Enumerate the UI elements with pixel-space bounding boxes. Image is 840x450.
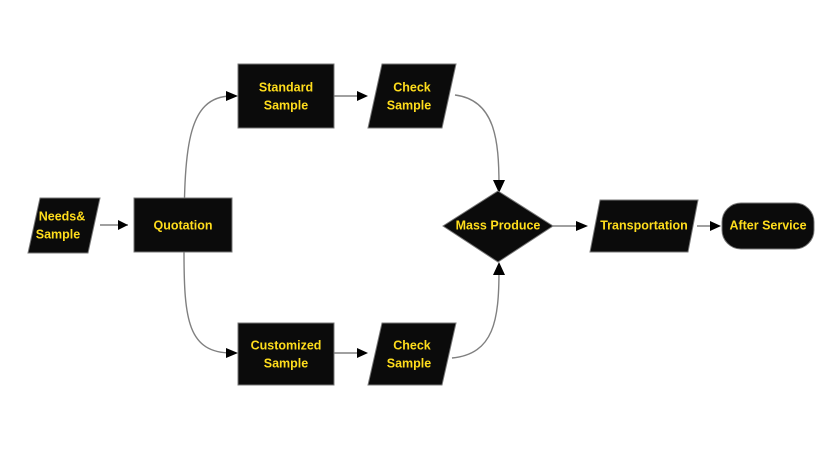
node-standard-sample[interactable]: Standard Sample <box>237 63 335 129</box>
node-customized-sample[interactable]: Customized Sample <box>237 322 335 386</box>
node-needs-sample[interactable]: Needs& Sample <box>27 197 101 254</box>
arrowhead-icon <box>710 221 721 231</box>
edge-check-sample-top-to-mass-produce <box>454 94 505 193</box>
mass-produce-shape[interactable] <box>442 190 554 263</box>
node-mass-produce[interactable]: Mass Produce <box>442 190 554 263</box>
edge-mass-produce-to-transportation <box>553 221 588 231</box>
arrowhead-icon <box>357 91 368 101</box>
check-sample-bottom-shape[interactable] <box>367 322 457 386</box>
check-sample-top-shape[interactable] <box>367 63 457 129</box>
arrowhead-icon <box>226 348 238 358</box>
edge-check-sample-bottom-to-mass-produce <box>451 262 505 359</box>
edge-transportation-to-after-service <box>697 221 721 231</box>
arrowhead-icon <box>576 221 588 231</box>
transportation-shape[interactable] <box>589 199 699 253</box>
arrowhead-icon <box>118 220 128 230</box>
arrowhead-icon <box>357 348 368 358</box>
arrowhead-icon <box>493 180 505 193</box>
customized-sample-shape[interactable] <box>237 322 335 386</box>
node-check-sample-top[interactable]: Check Sample <box>367 63 457 129</box>
edge-needs-sample-to-quotation <box>100 220 128 230</box>
edge-customized-sample-to-check-sample-bottom <box>334 348 368 358</box>
edge-quotation-to-customized-sample <box>183 251 238 358</box>
arrowhead-icon <box>226 91 238 101</box>
needs-sample-shape[interactable] <box>27 197 101 254</box>
node-check-sample-bottom[interactable]: Check Sample <box>367 322 457 386</box>
node-quotation[interactable]: Quotation <box>133 197 233 253</box>
standard-sample-shape[interactable] <box>237 63 335 129</box>
after-service-shape[interactable] <box>721 202 815 250</box>
edge-standard-sample-to-check-sample-top <box>334 91 368 101</box>
node-transportation[interactable]: Transportation <box>589 199 699 253</box>
node-after-service[interactable]: After Service <box>721 202 815 250</box>
quotation-shape[interactable] <box>133 197 233 253</box>
node-layer: Needs& Sample Quotation Standard Sample … <box>27 63 815 386</box>
arrowhead-icon <box>493 262 505 275</box>
